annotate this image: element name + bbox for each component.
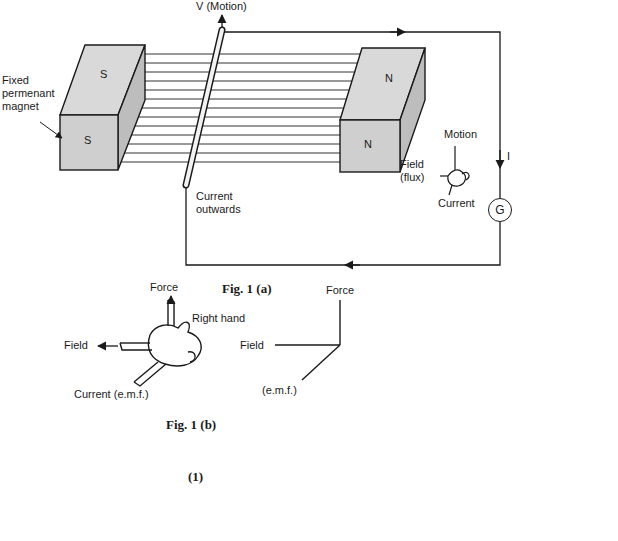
circuit-wire [186,32,500,265]
current-arrow [390,31,405,32]
galvanometer: G [488,198,512,222]
field-arrow [98,345,118,346]
pole-label: N [364,138,372,151]
flux-lines [118,54,360,162]
meter-symbol: G [495,203,504,217]
s-magnet [60,45,145,170]
current-label: Current [438,197,475,210]
figure-number: (1) [188,470,203,483]
right-hand-sketch [120,300,201,386]
motion-label: Motion [444,128,477,141]
pole-label: S [84,134,91,147]
hand-label: Right hand [192,312,245,325]
emf-label: (e.m.f.) [262,384,297,397]
force-label: Force [150,281,178,294]
conductor-rod [186,30,222,185]
current-symbol: I [507,150,510,163]
pole-label: S [100,68,107,81]
hand-sketch [440,146,469,195]
pole-label: N [385,72,393,85]
axes [275,300,340,380]
force-label: Force [326,284,354,297]
figure-caption: Fig. 1 (a) [222,282,271,295]
force-arrow [170,296,171,300]
magnet-label: Fixed permenant magnet [2,74,58,113]
field-label: Field (flux) [400,158,438,184]
motion-label: V (Motion) [196,0,247,13]
current-label: Current outwards [196,190,258,216]
current-arrow [499,150,500,168]
current-label: Current (e.m.f.) [74,388,149,401]
field-label: Field [240,339,264,352]
figure-caption: Fig. 1 (b) [166,418,216,431]
field-label: Field [64,339,88,352]
leader-line [40,122,62,138]
current-arrow [345,264,360,265]
n-magnet [340,48,425,172]
motion-arrow [221,15,222,28]
